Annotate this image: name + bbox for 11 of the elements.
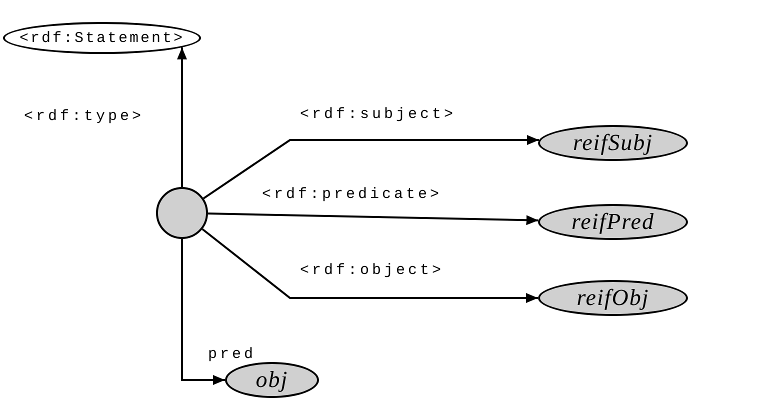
arrow: [208, 212, 538, 226]
resource-ellipse: reifPred: [538, 204, 688, 240]
resource-ellipse: obj: [225, 362, 319, 398]
arrow: [177, 47, 187, 187]
blank-node-circle: [156, 187, 208, 239]
arrow: [181, 239, 225, 385]
arrow: [202, 135, 539, 200]
arrow: [202, 228, 538, 303]
resource-ellipse: reifObj: [538, 280, 688, 316]
resource-ellipse: reifSubj: [538, 125, 688, 161]
statement-ellipse: <rdf:Statement>: [3, 22, 201, 54]
